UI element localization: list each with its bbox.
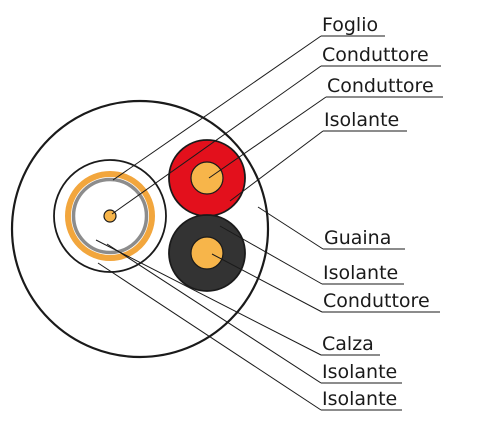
labels: Foglio Conduttore Conduttore Isolante Gu…	[322, 14, 434, 410]
label-conduttore-1: Conduttore	[322, 44, 429, 66]
label-isolante-1: Isolante	[324, 109, 399, 131]
black-conductor	[190, 236, 224, 270]
leader-isolante-2	[219, 225, 323, 285]
label-guaina: Guaina	[324, 227, 391, 249]
leader-isolante-4	[97, 262, 322, 411]
label-isolante-4: Isolante	[322, 388, 397, 410]
label-isolante-3: Isolante	[322, 361, 397, 383]
braid-ring	[71, 177, 149, 255]
label-foglio: Foglio	[322, 14, 378, 36]
leader-conduttore-3	[211, 253, 323, 313]
coax-center-conductor	[103, 209, 117, 223]
leader-calza	[95, 239, 322, 356]
leader-isolante-3	[106, 243, 322, 384]
leader-isolante-1	[229, 130, 324, 202]
leader-lines	[95, 35, 327, 411]
leader-foglio	[112, 35, 322, 181]
leader-conduttore-1	[111, 65, 322, 215]
red-conductor	[190, 161, 224, 195]
label-conduttore-3: Conduttore	[323, 290, 430, 312]
leader-conduttore-2	[208, 96, 327, 179]
label-conduttore-2: Conduttore	[327, 75, 434, 97]
label-isolante-2: Isolante	[323, 262, 398, 284]
leader-guaina	[257, 206, 324, 250]
label-underlines	[321, 35, 443, 411]
label-calza: Calza	[322, 333, 374, 355]
foil-ring	[65, 171, 155, 261]
